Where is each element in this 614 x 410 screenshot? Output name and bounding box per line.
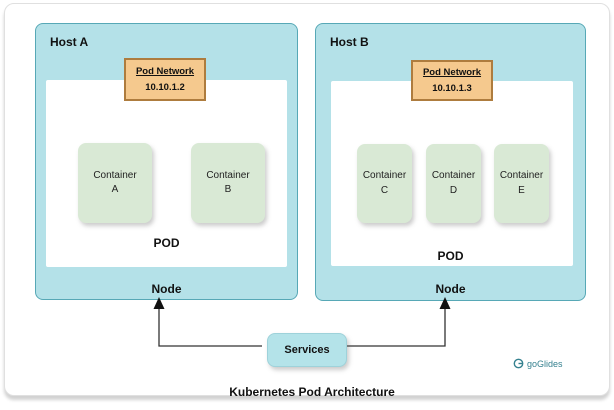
container-letter: A [111, 184, 119, 195]
host-a-label: Host A [50, 35, 89, 49]
pod-network-ip: 10.10.1.3 [432, 83, 472, 94]
container-c-box: Container C [357, 144, 412, 223]
host-b-pod-network-box: Pod Network 10.10.1.3 [411, 60, 493, 101]
container-a-box: Container A [78, 143, 152, 223]
container-label: Container [362, 170, 407, 181]
pod-network-title: Pod Network [135, 65, 195, 77]
container-label: Container [206, 169, 250, 181]
diagram-card: Host A Pod Network 10.10.1.2 Container A… [4, 3, 610, 399]
services-label: Services [284, 344, 330, 356]
host-b-node-label: Node [435, 282, 466, 296]
pod-network-title: Pod Network [422, 67, 482, 78]
host-b-label: Host B [330, 35, 369, 49]
pod-network-ip: 10.10.1.2 [145, 82, 185, 94]
diagram-title: Kubernetes Pod Architecture [229, 385, 395, 399]
container-b-box: Container B [191, 143, 265, 223]
host-a-pod-network-box: Pod Network 10.10.1.2 [124, 58, 206, 101]
host-b-pod-label: POD [437, 249, 464, 263]
brand-logo: goGlides [513, 358, 563, 369]
host-a-node-label: Node [151, 282, 182, 296]
circle-g-icon [513, 358, 524, 369]
host-a-pod-label: POD [153, 236, 180, 250]
container-letter: E [518, 184, 525, 196]
container-label: Container [93, 169, 137, 181]
container-label: Container [431, 170, 476, 181]
host-b-box: Host B Pod Network 10.10.1.3 Container C… [315, 23, 586, 301]
container-letter: B [224, 184, 232, 195]
container-label: Container [499, 170, 544, 181]
services-box: Services [267, 333, 347, 367]
container-letter: C [380, 184, 389, 196]
container-d-box: Container D [426, 144, 481, 223]
brand-name: goGlides [527, 358, 563, 369]
container-letter: D [449, 184, 458, 196]
container-e-box: Container E [494, 144, 549, 223]
host-a-box: Host A Pod Network 10.10.1.2 Container A… [35, 23, 298, 300]
